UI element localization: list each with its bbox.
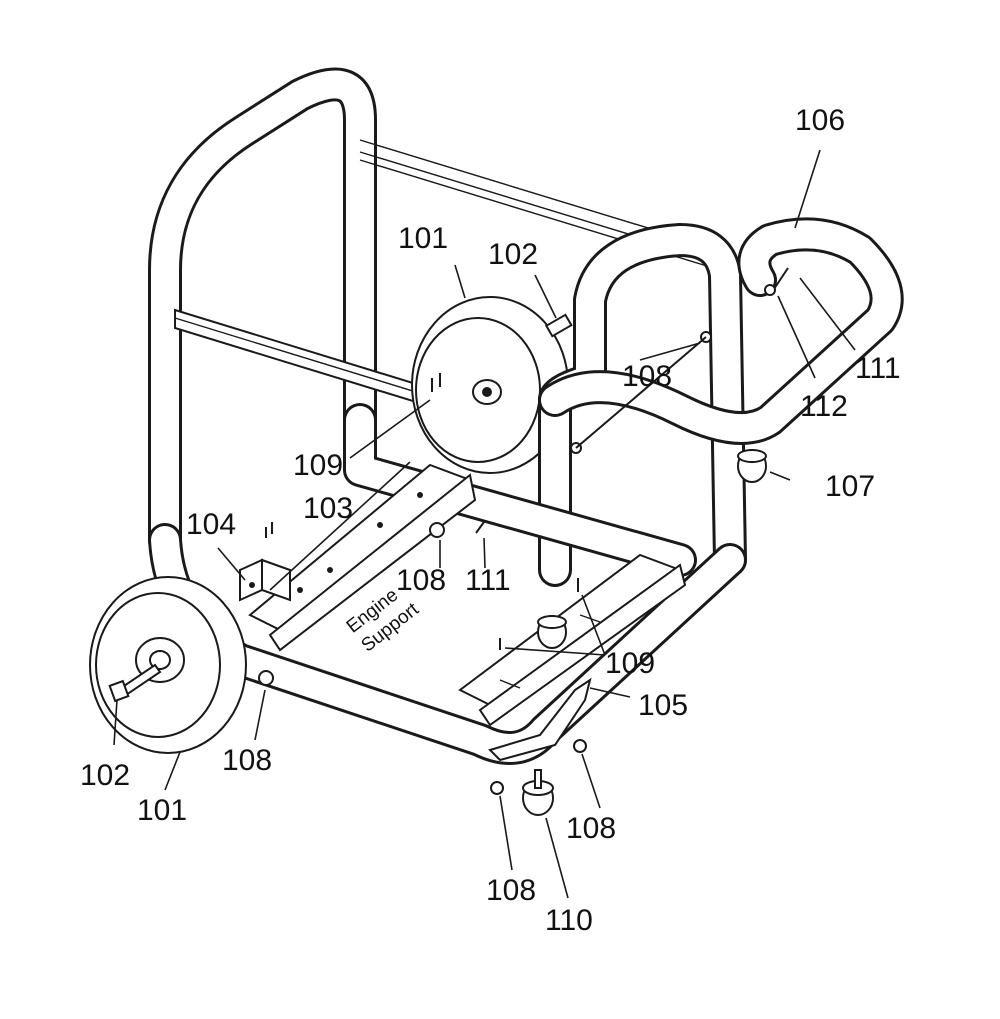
callout-108-right: 108 <box>566 812 616 845</box>
vibration-mount-110 <box>522 769 554 816</box>
lower-wheel <box>89 576 247 754</box>
callout-106: 106 <box>795 104 845 137</box>
callout-109-right: 109 <box>605 647 655 680</box>
bolts <box>265 267 789 650</box>
callout-108-center: 108 <box>396 564 446 597</box>
rubber-foot-front <box>537 615 567 649</box>
callout-112: 112 <box>800 390 848 423</box>
rubber-foot-107 <box>737 449 767 483</box>
callout-108-left: 108 <box>222 744 272 777</box>
callout-labels: 106 101 102 108 111 112 109 103 104 107 … <box>80 104 901 937</box>
callout-105: 105 <box>638 689 688 722</box>
callout-111-center: 111 <box>465 564 511 597</box>
callout-107: 107 <box>825 470 875 503</box>
engine-support-rails <box>248 463 687 727</box>
callout-101-top: 101 <box>398 222 448 255</box>
bracket-104 <box>239 558 291 602</box>
bracket-105 <box>488 677 592 762</box>
callout-108-bottom: 108 <box>486 874 536 907</box>
leader-lines <box>113 149 856 899</box>
callout-104: 104 <box>186 508 236 541</box>
rear-frame-tube <box>148 67 721 557</box>
callout-109-left: 109 <box>293 449 343 482</box>
upper-wheel <box>411 296 573 474</box>
front-handle-tube <box>538 217 904 587</box>
callout-102-bottom: 102 <box>80 759 130 792</box>
callout-103: 103 <box>303 492 353 525</box>
callout-111-top: 111 <box>855 352 901 385</box>
nuts-108 <box>258 331 712 795</box>
callout-110: 110 <box>545 904 593 937</box>
callout-102-top: 102 <box>488 238 538 271</box>
callout-108-mid: 108 <box>622 360 672 393</box>
callout-101-bottom: 101 <box>137 794 187 827</box>
